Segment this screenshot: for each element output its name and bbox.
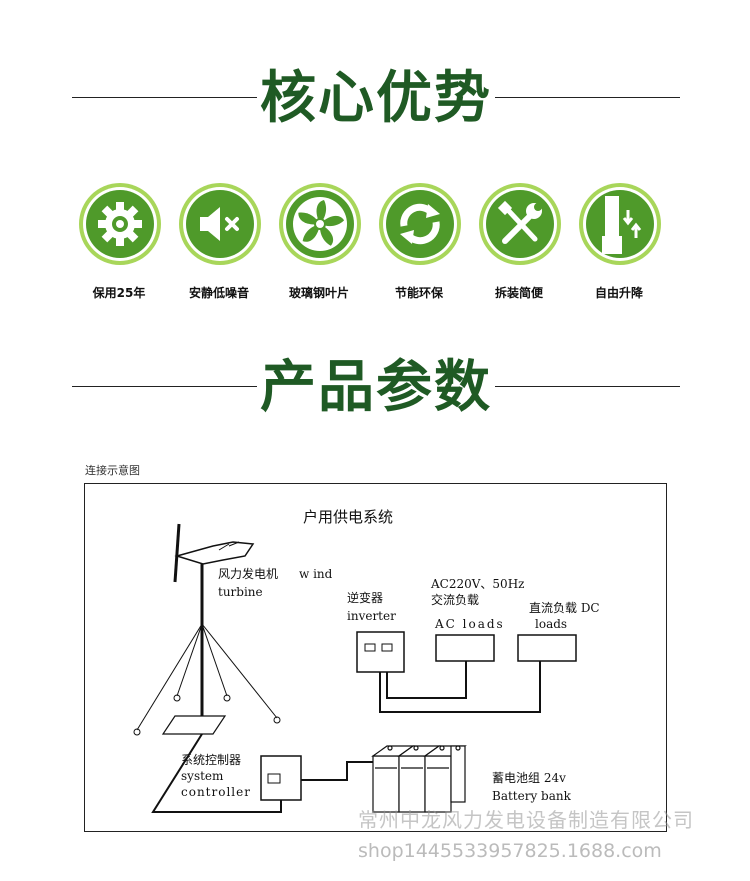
recycle-icon xyxy=(378,182,462,266)
divider-line xyxy=(72,386,257,387)
gear-icon xyxy=(78,182,162,266)
ac-loads-label-en: AC loads xyxy=(434,617,505,631)
watermark-shop-url: shop1445533957825.1688.com xyxy=(358,840,662,862)
divider-line xyxy=(495,386,680,387)
controller-label-en1: system xyxy=(181,769,224,783)
dc-loads-label-en: loads xyxy=(535,617,567,631)
ac-loads-label-cn: 交流负载 xyxy=(431,592,479,607)
turbine-label-en1: w ind xyxy=(299,567,333,581)
feature-label: 保用25年 xyxy=(92,286,146,300)
feature-label: 拆装简便 xyxy=(494,286,543,300)
section-title: 核心优势 xyxy=(260,65,492,131)
ac-spec-label: AC220V、50Hz xyxy=(430,577,524,591)
turbine-label-en2: turbine xyxy=(218,585,263,599)
battery-label-en: Battery bank xyxy=(492,789,572,803)
diagram-title: 户用供电系统 xyxy=(303,508,393,526)
watermark-company: 常州中龙风力发电设备制造有限公司 xyxy=(358,808,694,832)
turbine-label-cn: 风力发电机 xyxy=(218,566,278,581)
section-header-product-params: 产品参数 xyxy=(0,347,750,427)
wind-turbine-drawing xyxy=(133,523,281,736)
feature-label: 节能环保 xyxy=(394,286,443,300)
diagram-caption: 连接示意图 xyxy=(85,464,140,477)
dc-loads-box xyxy=(517,634,577,662)
dc-loads-label-cn: 直流负载 DC xyxy=(529,601,600,615)
feature-label: 安静低噪音 xyxy=(188,286,249,300)
section-title: 产品参数 xyxy=(260,354,492,420)
power-system-diagram: 户用供电系统 风力发电机 w ind turbine 逆变器 inverter xyxy=(84,483,667,832)
battery-bank-drawing xyxy=(371,745,467,813)
controller-label-en2: controller xyxy=(181,785,251,799)
feature-label: 自由升降 xyxy=(594,286,643,300)
fan-blade-icon xyxy=(278,182,362,266)
ac-loads-box xyxy=(435,634,495,662)
controller-box xyxy=(260,755,302,801)
divider-line xyxy=(495,97,680,98)
divider-line xyxy=(72,97,257,98)
feature-list: 保用25年 安静低噪音 xyxy=(0,182,750,312)
mute-speaker-icon xyxy=(178,182,262,266)
inverter-label-cn: 逆变器 xyxy=(347,590,383,605)
feature-label: 玻璃钢叶片 xyxy=(288,286,349,300)
tools-icon xyxy=(478,182,562,266)
wiring xyxy=(151,661,541,813)
lift-icon xyxy=(578,182,662,266)
inverter-label-en: inverter xyxy=(347,609,396,623)
controller-label-cn: 系统控制器 xyxy=(181,753,241,767)
inverter-box xyxy=(356,631,405,673)
section-header-core-advantages: 核心优势 xyxy=(0,58,750,138)
battery-label-cn: 蓄电池组 24v xyxy=(492,771,566,785)
